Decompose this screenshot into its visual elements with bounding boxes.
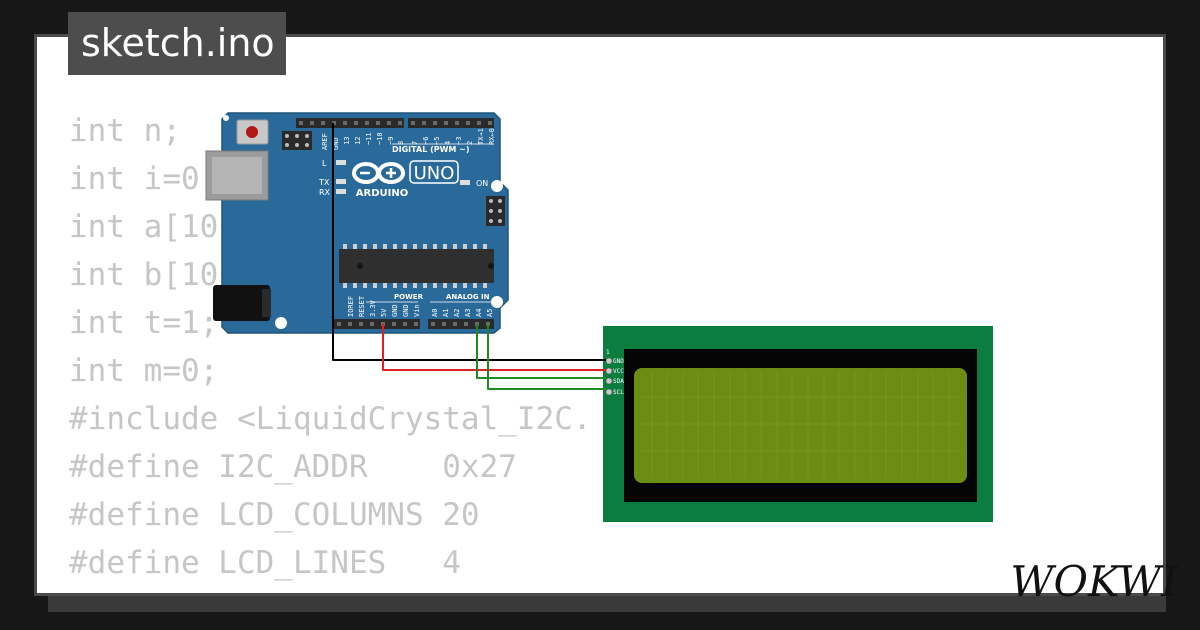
digital-pwm-label: DIGITAL (PWM ~) xyxy=(392,145,470,154)
pin-label-d11: ~11 xyxy=(365,132,373,145)
wokwi-logo: WOKWI xyxy=(1010,557,1179,606)
led-l xyxy=(336,160,346,165)
code-line: int i=0 xyxy=(69,161,200,197)
pin-label-d6: ~6 xyxy=(422,137,430,145)
lcd-pin-scl-label: SCL xyxy=(613,389,624,396)
pin-label-a2: A2 xyxy=(453,309,461,317)
led-tx xyxy=(336,179,346,184)
pin-label-d9: ~9 xyxy=(387,137,395,145)
arduino-uno-board[interactable]: AREF GND 13 12 ~11 ~10 ~9 8 7 ~6 ~5 4 ~3… xyxy=(205,112,509,334)
led-on xyxy=(460,180,470,185)
pin-label-a5: A5 xyxy=(486,309,494,317)
lcd-screen xyxy=(634,368,967,483)
mounting-hole xyxy=(491,180,503,192)
code-line: int t=1; xyxy=(69,305,219,341)
pin-label-d2: 2 xyxy=(466,141,474,145)
lcd-pin-vcc-label: VCC xyxy=(613,368,624,375)
mounting-hole xyxy=(275,317,287,329)
pin-label-a4: A4 xyxy=(475,309,483,317)
analog-header xyxy=(428,319,494,329)
pin-label-gnd: GND xyxy=(332,137,340,150)
power-header xyxy=(334,319,420,329)
code-line: #define I2C_ADDR 0x27 xyxy=(69,449,517,485)
lcd-pin-gnd-label: GND xyxy=(613,358,624,365)
pin-label-gnd: GND xyxy=(402,304,410,317)
analog-in-label: ANALOG IN xyxy=(446,293,490,301)
pin-label-gnd: GND xyxy=(391,304,399,317)
wire-gnd[interactable] xyxy=(332,123,606,361)
pin-label-d3: ~3 xyxy=(455,137,463,145)
pin-label-ioref: IOREF xyxy=(347,296,355,317)
pin-label-a0: A0 xyxy=(431,309,439,317)
uno-badge xyxy=(409,160,459,184)
pin-label-d1: TX→1 xyxy=(477,128,485,145)
pin-label-3v3: 3.3V xyxy=(369,299,377,317)
lcd-pins xyxy=(605,357,613,396)
reset-button-cap[interactable] xyxy=(246,126,258,138)
wokwi-logo-text: WOKWI xyxy=(1010,557,1179,606)
icsp-header-right xyxy=(486,196,505,226)
pin-label-vin: Vin xyxy=(413,304,421,317)
pin-label-d5: ~5 xyxy=(433,137,441,145)
pin-label-reset: RESET xyxy=(358,295,366,317)
code-preview: int n; int i=0 int a[10 int b[10 int t=1; int… xyxy=(69,107,1114,593)
lcd-pin1-label: 1 xyxy=(606,349,610,356)
card-shadow xyxy=(48,596,1166,612)
led-rx-label: RX xyxy=(319,188,331,197)
pin-label-a1: A1 xyxy=(442,309,450,317)
pin-label-a3: A3 xyxy=(464,309,472,317)
led-rx xyxy=(336,189,346,194)
led-on-label: ON xyxy=(476,179,488,188)
lcd-2004-i2c[interactable]: 1 GND VCC SDA SCL xyxy=(603,326,993,522)
code-line: int n; xyxy=(69,113,181,149)
pin-label-d12: 12 xyxy=(354,137,362,145)
wire-sda[interactable] xyxy=(476,324,606,379)
power-label: POWER xyxy=(394,293,424,301)
arduino-brand-text: ARDUINO xyxy=(356,188,408,199)
code-line: int m=0; xyxy=(69,353,219,389)
pin-label-d8: 8 xyxy=(397,141,405,145)
atmega-chip xyxy=(339,244,494,288)
code-line: #define LCD_LINES 4 xyxy=(69,545,461,581)
lcd-pin-sda-label: SDA xyxy=(613,378,624,385)
wire-vcc[interactable] xyxy=(382,324,606,371)
pin-label-5v: 5V xyxy=(380,308,388,317)
code-line: int a[10 xyxy=(69,209,219,245)
pin-label-d13: 13 xyxy=(343,137,351,145)
pin-label-d10: ~10 xyxy=(376,132,384,145)
mounting-hole xyxy=(491,296,503,308)
code-line: #include <LiquidCrystal_I2C. xyxy=(69,401,592,437)
led-l-label: L xyxy=(322,159,327,168)
pin-label-d0: RX←0 xyxy=(488,128,496,145)
pin-label-d7: 7 xyxy=(411,141,419,145)
icsp-header-top xyxy=(282,131,312,150)
arduino-logo-icon xyxy=(352,162,405,184)
code-line: #define LCD_COLUMNS 20 xyxy=(69,497,480,533)
pin-label-d4: 4 xyxy=(444,141,452,145)
code-line: int b[10 xyxy=(69,257,219,293)
file-name-tab[interactable]: sketch.ino xyxy=(68,12,286,75)
pin-label-aref: AREF xyxy=(321,133,329,150)
power-jack xyxy=(213,285,270,321)
led-tx-label: TX xyxy=(318,178,330,187)
wire-scl[interactable] xyxy=(487,324,606,390)
uno-logo-text: UNO xyxy=(414,163,455,184)
digital-header xyxy=(296,118,494,128)
